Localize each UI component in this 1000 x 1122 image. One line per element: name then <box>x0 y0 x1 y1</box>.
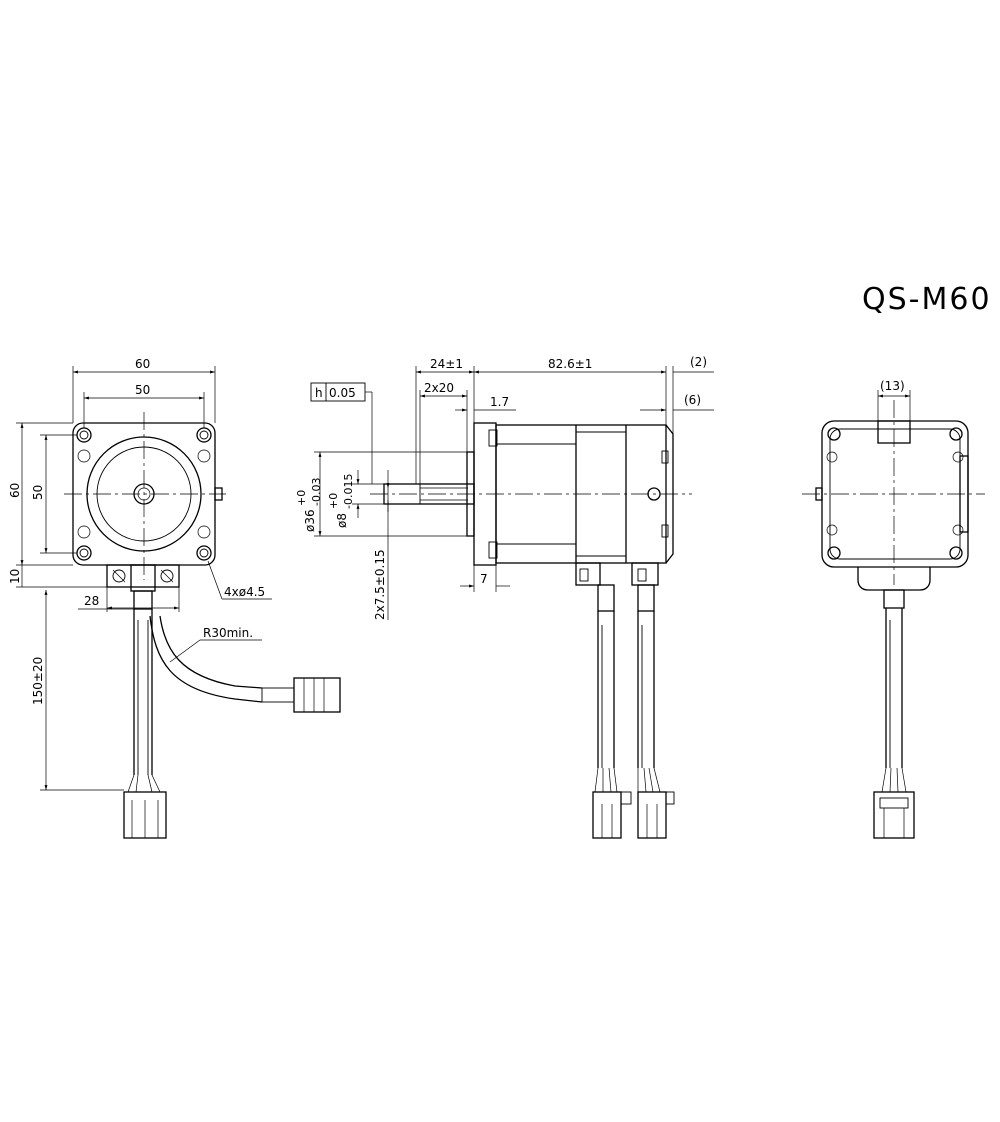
dim-height-holes: 50 <box>31 485 45 500</box>
front-connector-housing <box>106 564 180 588</box>
dim-flange-thickness: 7 <box>480 572 488 586</box>
rear-view: (13) <box>802 379 985 839</box>
dim-rear-cap: (2) <box>690 355 707 369</box>
dim-pilot-tol-upper: +0 <box>295 490 308 506</box>
dim-connector-width: 28 <box>84 594 99 608</box>
dim-pilot-tol-lower: -0.03 <box>310 478 323 506</box>
front-side-connector <box>293 677 341 713</box>
dim-shaft-tol-lower: -0.015 <box>342 474 355 509</box>
dim-height-outer: 60 <box>8 483 22 498</box>
dim-shaft-diameter: ø8 <box>335 513 349 528</box>
dim-mount-holes: 4xø4.5 <box>224 585 265 599</box>
side-view: 24±1 82.6±1 (2) 2x20 1.7 (6) h 0.05 ø36 … <box>295 355 714 839</box>
side-connector-2 <box>637 791 667 839</box>
side-connector-1 <box>592 791 622 839</box>
front-view: 60 50 60 50 4xø4.5 10 28 R30min. 150±20 <box>8 357 341 839</box>
dim-connector-offset: 10 <box>8 569 22 584</box>
flatness-symbol: h <box>315 386 323 400</box>
dim-body-length: 82.6±1 <box>548 357 592 371</box>
side-dimensions <box>310 366 714 620</box>
dim-rear-connector-width: (13) <box>880 379 905 393</box>
dim-rear-offset: (6) <box>684 393 701 407</box>
model-title: QS-M60 <box>862 282 992 317</box>
dim-shaft-length: 24±1 <box>430 357 463 371</box>
dim-flat-depth: 2x7.5±0.15 <box>373 549 387 620</box>
rear-connector <box>873 791 915 839</box>
dim-width-outer: 60 <box>135 357 150 371</box>
dim-cable-bend-radius: R30min. <box>203 626 253 640</box>
dim-pilot-diameter: ø36 <box>303 509 317 532</box>
dim-shaft-tol-upper: +0 <box>327 493 340 509</box>
front-dimensions <box>16 366 272 791</box>
dim-cable-length: 150±20 <box>31 657 45 705</box>
dim-width-holes: 50 <box>135 383 150 397</box>
rear-mount-holes <box>826 427 964 560</box>
flatness-value: 0.05 <box>329 386 356 400</box>
dim-flat-length: 2x20 <box>424 381 454 395</box>
dim-flange-step: 1.7 <box>490 395 509 409</box>
